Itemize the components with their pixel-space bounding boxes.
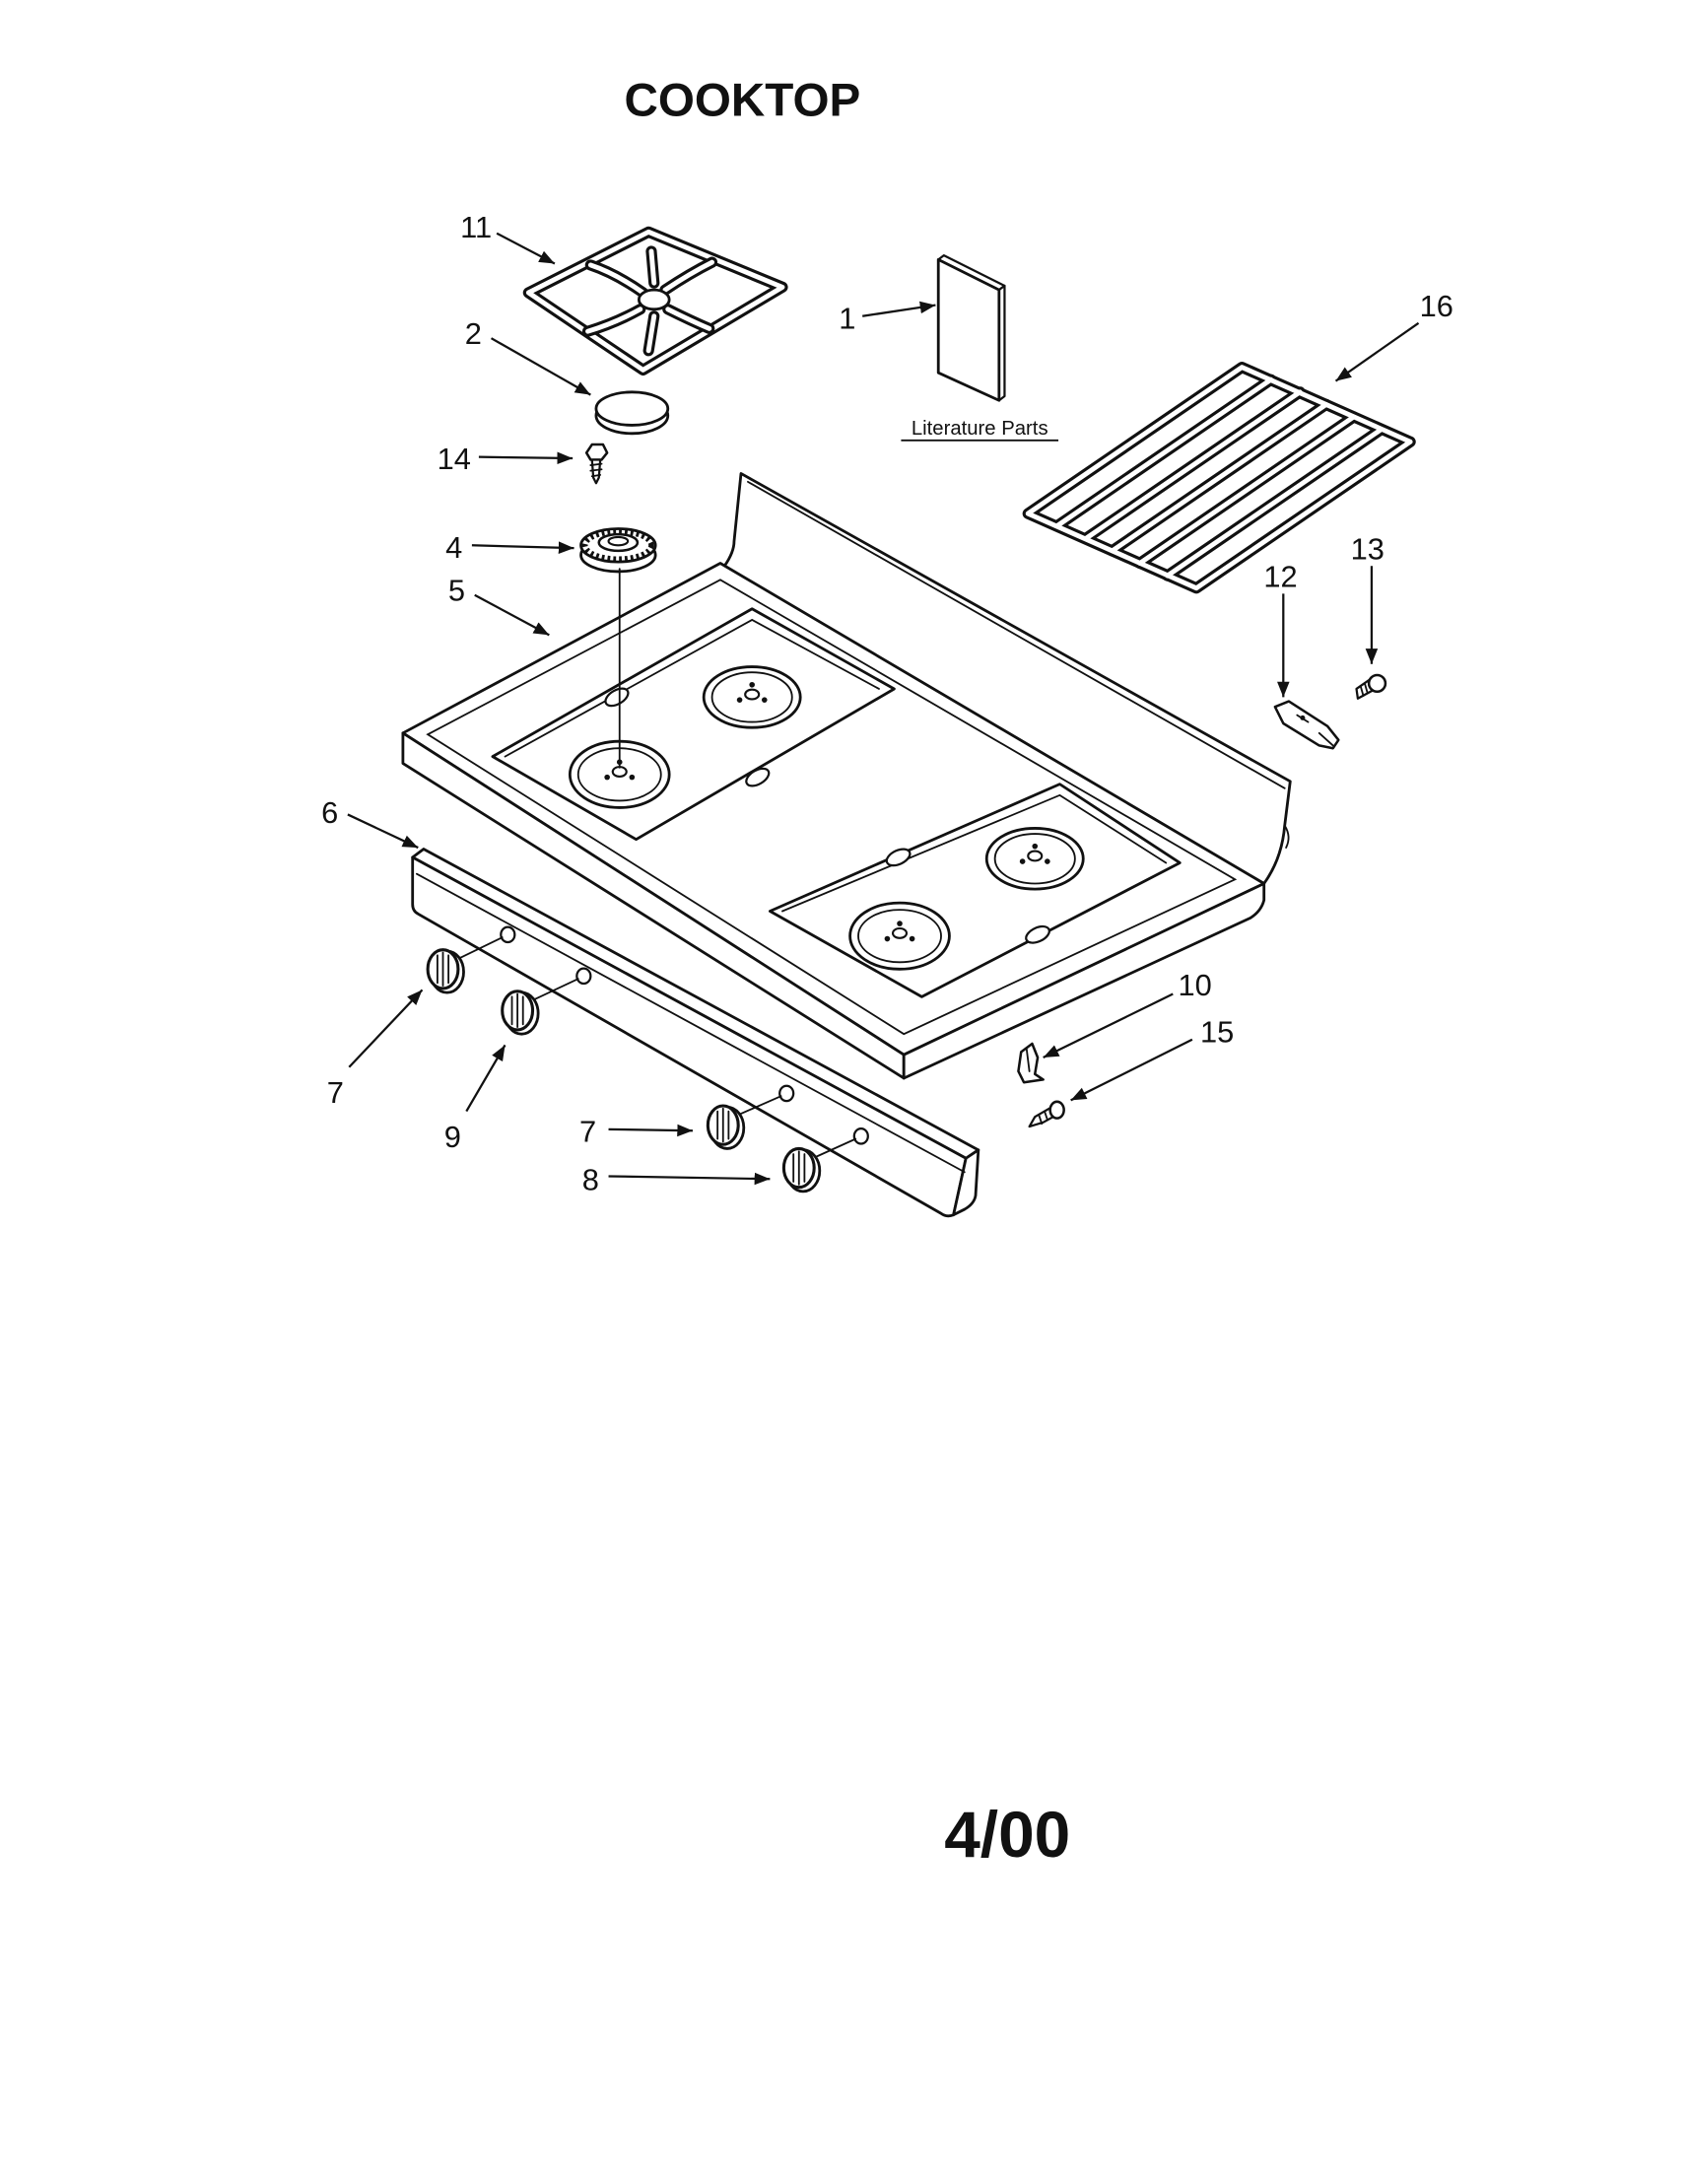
leader-arrow-8 [608,1172,771,1186]
leader-arrow-1 [862,301,936,317]
revision-date: 4/00 [944,1798,1070,1871]
knob-part-9 [501,990,540,1036]
callout-label-4: 4 [445,530,462,565]
valve-hole [500,925,516,944]
screw-part-14 [584,443,609,485]
burner-opening-left-front [568,739,671,809]
valve-hole [575,967,592,986]
leader-arrow-11 [496,232,556,265]
burner-grate-part-11 [522,226,788,376]
callout-label-11: 11 [460,210,492,244]
center-grate-part-16 [1022,361,1416,594]
screw-part-13 [1355,673,1387,700]
leader-arrow-7-right [608,1124,693,1137]
callout-label-14: 14 [438,442,471,476]
callout-label-9: 9 [444,1120,461,1154]
leader-arrow-16 [1334,321,1420,382]
leader-arrow-14 [478,451,574,465]
leader-arrow-5 [474,593,550,637]
leader-arrow-4 [471,541,574,554]
callout-label-12: 12 [1263,559,1297,593]
knob-part-7-left [426,948,465,994]
callout-label-16: 16 [1420,289,1453,323]
leader-arrow-6 [347,813,419,850]
callout-label-13: 13 [1351,531,1385,566]
cooktop-right-edge [902,882,1266,1080]
leader-arrow-9 [465,1044,507,1113]
igniter-bump [885,848,912,867]
assembly-line [735,1095,782,1117]
knob-part-7-right [706,1104,746,1150]
burner-opening-right-rear [984,827,1085,891]
callout-label-5: 5 [448,573,465,607]
igniter-bump [1025,924,1050,944]
assembly-line [455,936,504,961]
knob-part-8 [781,1146,822,1194]
assembly-line [530,978,579,1002]
cooktop-part-5 [401,472,1292,1080]
burner-cap-part-2 [594,390,670,436]
callout-label-10: 10 [1179,968,1212,1002]
leader-arrow-10 [1043,992,1174,1058]
callout-label-8: 8 [582,1162,599,1196]
literature-parts-label: Literature Parts [912,418,1048,440]
callout-label-7-right: 7 [579,1114,596,1148]
burner-head-part-4 [579,527,657,574]
callout-label-2: 2 [465,316,482,351]
callout-label-1: 1 [839,301,855,335]
igniter-bump [745,767,771,787]
leader-arrow-2 [490,337,591,396]
leader-arrow-7-left [348,989,424,1068]
callout-label-6: 6 [321,795,338,830]
callout-label-15: 15 [1200,1015,1234,1050]
callout-label-7-left: 7 [327,1075,344,1110]
valve-hole [852,1126,869,1145]
clip-part-10 [1017,1042,1045,1084]
literature-parts-part-1 [936,254,1006,402]
bracket-part-12 [1273,700,1340,750]
burner-opening-left-rear [702,665,802,729]
leader-arrow-15 [1070,1038,1193,1102]
screw-part-15 [1028,1100,1065,1128]
assembly-line [811,1137,857,1160]
valve-hole [778,1084,795,1103]
burner-opening-right-front [848,901,951,971]
cooktop-surface [401,562,1266,1057]
diagram-title: COOKTOP [624,75,860,127]
control-panel-part-6 [411,848,980,1218]
